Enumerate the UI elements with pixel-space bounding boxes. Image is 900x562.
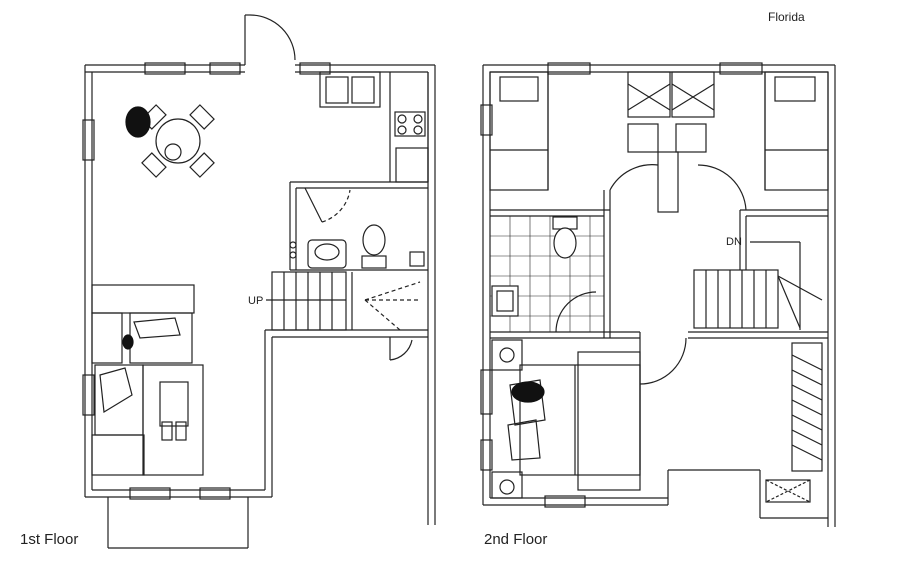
dining-set: [125, 104, 215, 178]
study-desks: [627, 71, 715, 213]
living-room-furniture: [91, 284, 204, 476]
master-bedroom-bed: [491, 339, 641, 499]
first-floor-bathroom: [289, 181, 428, 271]
first-floor-windows: [82, 62, 331, 500]
second-floor-plan: [480, 62, 836, 527]
kitchen-counter: [319, 71, 429, 183]
second-floor-staircase: [693, 241, 823, 330]
drawing-title: Florida: [768, 10, 805, 24]
laundry-unit: [765, 479, 811, 503]
porch: [107, 497, 249, 549]
first-floor-staircase: [266, 271, 421, 331]
bedroom-beds-upper: [489, 71, 829, 191]
first-floor-label: 1st Floor: [20, 531, 79, 548]
entry-door: [244, 14, 296, 65]
second-floor-bath-fixtures: [491, 216, 578, 317]
second-floor-label: 2nd Floor: [484, 531, 548, 548]
stair-up-label: UP: [248, 295, 263, 307]
second-floor-partitions: [490, 72, 828, 470]
storage-door: [389, 337, 413, 361]
second-floor-windows: [480, 62, 763, 508]
first-floor-plan: [82, 14, 436, 549]
stair-down-label: DN: [726, 236, 742, 248]
wardrobe: [791, 342, 823, 472]
